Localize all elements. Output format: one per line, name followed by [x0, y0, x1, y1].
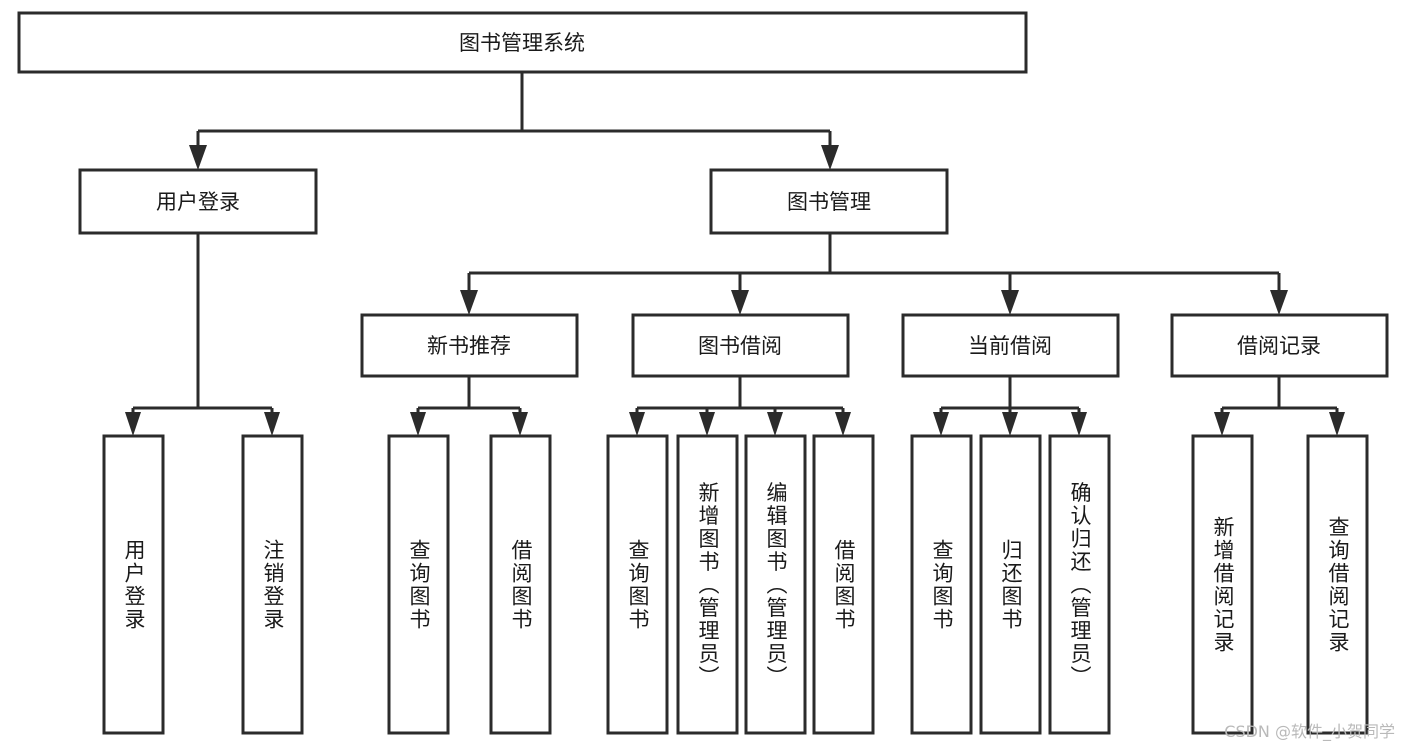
- node-leaf-add-book-label: 新增图书（管理员）: [696, 482, 720, 689]
- node-book-manage[interactable]: 图书管理: [709, 168, 949, 235]
- connectors-book-borrow-to-leaves: [629, 376, 851, 436]
- arrow-head-leaf-borrow-book-2: [835, 412, 851, 436]
- node-book-manage-label: 图书管理: [787, 190, 871, 214]
- node-new-book-recommend-label: 新书推荐: [427, 334, 511, 358]
- node-current-borrow-label: 当前借阅: [968, 334, 1052, 358]
- node-current-borrow[interactable]: 当前借阅: [901, 313, 1120, 378]
- node-leaf-borrow-book-1-box[interactable]: [489, 434, 552, 735]
- arrow-head-leaf-return-book: [1002, 412, 1018, 436]
- node-leaf-edit-book-box[interactable]: [744, 434, 807, 735]
- connectors-borrow-record-to-leaves: [1214, 376, 1345, 436]
- node-leaf-edit-book-label: 编辑图书（管理员）: [764, 482, 788, 689]
- arrow-head-leaf-borrow-book-1: [512, 412, 528, 436]
- node-leaf-query-book-1-box[interactable]: [387, 434, 450, 735]
- node-leaf-query-record-box[interactable]: [1306, 434, 1369, 735]
- node-leaf-return-book-box[interactable]: [979, 434, 1042, 735]
- connectors-root-to-level2: [189, 72, 839, 170]
- arrow-head-leaf-query-book-2: [629, 412, 645, 436]
- node-leaf-query-book-3-label: 查询图书: [930, 539, 954, 631]
- node-leaf-confirm-return[interactable]: 确认归还（管理员）: [1048, 434, 1111, 735]
- node-leaf-query-book-3[interactable]: 查询图书: [910, 434, 973, 735]
- node-borrow-record[interactable]: 借阅记录: [1170, 313, 1389, 378]
- node-current-borrow-box[interactable]: [901, 313, 1120, 378]
- node-leaf-borrow-book-1-label: 借阅图书: [509, 539, 533, 631]
- arrow-head-leaf-edit-book: [767, 412, 783, 436]
- connectors-book-manage-to-level3: [460, 233, 1288, 315]
- arrow-head-leaf-confirm-return: [1071, 412, 1087, 436]
- node-leaf-edit-book[interactable]: 编辑图书（管理员）: [744, 434, 807, 735]
- arrow-head-leaf-query-book-1: [410, 412, 426, 436]
- node-leaf-query-book-1-label: 查询图书: [407, 539, 431, 631]
- node-leaf-return-book-label: 归还图书: [999, 539, 1023, 631]
- node-leaf-logout-label: 注销登录: [261, 539, 285, 631]
- node-borrow-record-box[interactable]: [1170, 313, 1389, 378]
- arrow-head-book-manage: [821, 145, 839, 170]
- node-user-login-box[interactable]: [78, 168, 318, 235]
- arrow-head-borrow-record: [1270, 290, 1288, 315]
- node-leaf-add-record-label: 新增借阅记录: [1211, 516, 1235, 654]
- node-root-label: 图书管理系统: [459, 31, 585, 55]
- node-leaf-query-book-1[interactable]: 查询图书: [387, 434, 450, 735]
- node-new-book-recommend[interactable]: 新书推荐: [360, 313, 579, 378]
- arrow-head-leaf-query-book-3: [933, 412, 949, 436]
- node-root[interactable]: 图书管理系统: [17, 11, 1028, 74]
- node-leaf-logout[interactable]: 注销登录: [241, 434, 304, 735]
- node-leaf-borrow-book-2-label: 借阅图书: [832, 539, 856, 631]
- node-leaf-user-login[interactable]: 用户登录: [102, 434, 165, 735]
- node-book-borrow[interactable]: 图书借阅: [631, 313, 850, 378]
- node-leaf-user-login-label: 用户登录: [122, 539, 146, 631]
- arrow-head-new-book-recommend: [460, 290, 478, 315]
- node-leaf-query-record-label: 查询借阅记录: [1326, 516, 1350, 654]
- node-book-borrow-box[interactable]: [631, 313, 850, 378]
- node-leaf-user-login-box[interactable]: [102, 434, 165, 735]
- node-leaf-query-book-2-label: 查询图书: [626, 539, 650, 631]
- connectors-user-login-to-leaves: [125, 233, 280, 436]
- node-root-box[interactable]: [17, 11, 1028, 74]
- node-user-login-label: 用户登录: [156, 190, 240, 214]
- node-leaf-query-book-2[interactable]: 查询图书: [606, 434, 669, 735]
- node-leaf-add-record[interactable]: 新增借阅记录: [1191, 434, 1254, 735]
- node-leaf-add-record-box[interactable]: [1191, 434, 1254, 735]
- connectors-new-book-recommend-to-leaves: [410, 376, 528, 436]
- arrow-head-current-borrow: [1001, 290, 1019, 315]
- node-leaf-borrow-book-2[interactable]: 借阅图书: [812, 434, 875, 735]
- node-book-borrow-label: 图书借阅: [698, 334, 782, 358]
- arrow-head-leaf-user-login: [125, 412, 141, 436]
- node-leaf-borrow-book-2-box[interactable]: [812, 434, 875, 735]
- node-leaf-borrow-book-1[interactable]: 借阅图书: [489, 434, 552, 735]
- node-leaf-query-record[interactable]: 查询借阅记录: [1306, 434, 1369, 735]
- connectors-current-borrow-to-leaves: [933, 376, 1087, 436]
- arrow-head-leaf-query-record: [1329, 412, 1345, 436]
- node-leaf-query-book-3-box[interactable]: [910, 434, 973, 735]
- arrow-head-book-borrow: [731, 290, 749, 315]
- arrow-head-user-login: [189, 145, 207, 170]
- node-borrow-record-label: 借阅记录: [1237, 334, 1321, 358]
- arrow-head-leaf-add-book: [699, 412, 715, 436]
- node-leaf-confirm-return-box[interactable]: [1048, 434, 1111, 735]
- arrow-head-leaf-add-record: [1214, 412, 1230, 436]
- node-user-login[interactable]: 用户登录: [78, 168, 318, 235]
- node-leaf-add-book-box[interactable]: [676, 434, 739, 735]
- node-book-manage-box[interactable]: [709, 168, 949, 235]
- node-leaf-add-book[interactable]: 新增图书（管理员）: [676, 434, 739, 735]
- node-leaf-confirm-return-label: 确认归还（管理员）: [1068, 482, 1092, 689]
- node-leaf-return-book[interactable]: 归还图书: [979, 434, 1042, 735]
- node-leaf-query-book-2-box[interactable]: [606, 434, 669, 735]
- arrow-head-leaf-logout: [264, 412, 280, 436]
- node-new-book-recommend-box[interactable]: [360, 313, 579, 378]
- node-leaf-logout-box[interactable]: [241, 434, 304, 735]
